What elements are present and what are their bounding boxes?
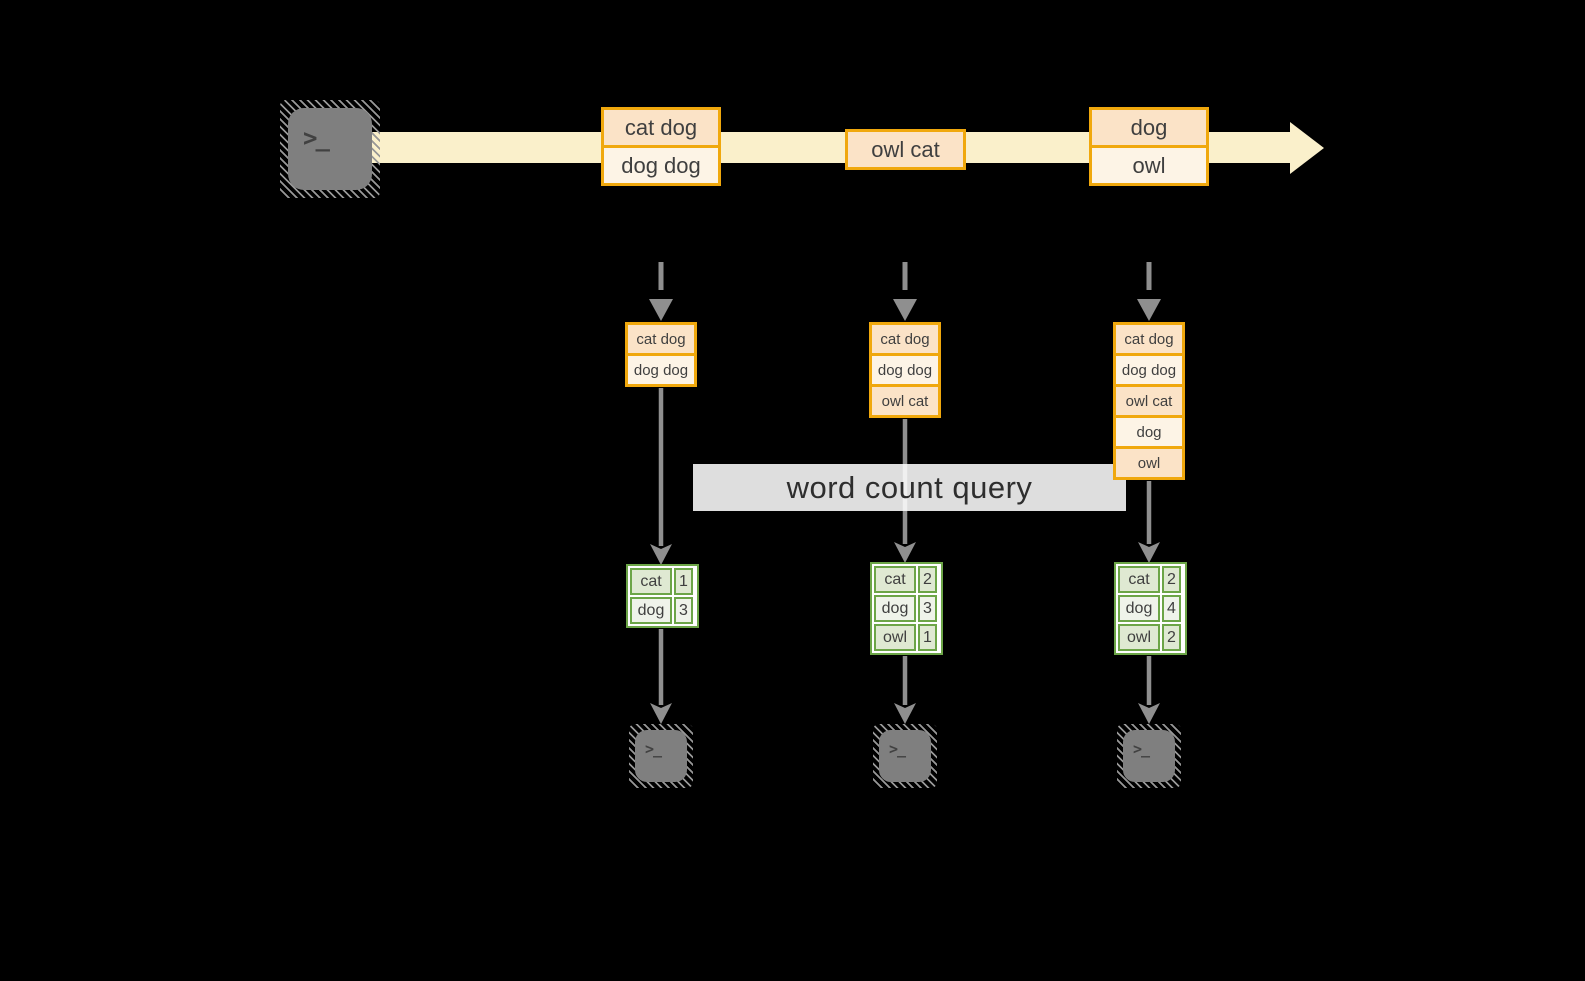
stream-batch-2: owl cat — [845, 129, 966, 170]
result-table-1: cat 1 dog 3 — [626, 564, 699, 628]
batch-line: dog dog — [604, 148, 718, 183]
word-cell: owl — [1118, 624, 1160, 651]
batch-line: dog — [1092, 110, 1206, 145]
state-line: dog — [1116, 418, 1182, 446]
dashed-arrow-batch-2 — [893, 262, 917, 321]
count-cell: 2 — [1162, 566, 1181, 593]
terminal-screen: >_ — [879, 730, 931, 782]
word-cell: owl — [874, 624, 916, 651]
state-line: cat dog — [872, 325, 938, 353]
batch-line: owl — [1092, 148, 1206, 183]
state-line: cat dog — [1116, 325, 1182, 353]
state-buffer-2: cat dog dog dog owl cat — [869, 322, 941, 418]
prompt-glyph: >_ — [889, 740, 906, 758]
arrow-state-to-result-1 — [650, 388, 672, 565]
prompt-glyph: >_ — [303, 124, 330, 152]
word-cell: dog — [630, 597, 672, 624]
arrow-result-to-sink-1 — [650, 629, 672, 724]
state-line: cat dog — [628, 325, 694, 353]
state-line: dog dog — [872, 356, 938, 384]
batch-line: cat dog — [604, 110, 718, 145]
word-cell: cat — [1118, 566, 1160, 593]
result-table-2: cat 2 dog 3 owl 1 — [870, 562, 943, 655]
arrow-result-to-sink-2 — [894, 656, 916, 724]
table-row: cat 1 — [630, 568, 695, 595]
word-cell: cat — [630, 568, 672, 595]
result-table-3: cat 2 dog 4 owl 2 — [1114, 562, 1187, 655]
count-cell: 4 — [1162, 595, 1181, 622]
arrow-result-to-sink-3 — [1138, 656, 1160, 724]
table-row: cat 2 — [1118, 566, 1183, 593]
table-row: cat 2 — [874, 566, 939, 593]
terminal-icon: >_ — [873, 724, 937, 788]
stream-batch-3: dog owl — [1089, 107, 1209, 186]
state-buffer-1: cat dog dog dog — [625, 322, 697, 387]
stream-batch-1: cat dog dog dog — [601, 107, 721, 186]
state-line: dog dog — [1116, 356, 1182, 384]
state-line: dog dog — [628, 356, 694, 384]
terminal-icon: >_ — [1117, 724, 1181, 788]
terminal-icon: >_ — [280, 100, 380, 198]
table-row: dog 4 — [1118, 595, 1183, 622]
state-buffer-3: cat dog dog dog owl cat dog owl — [1113, 322, 1185, 480]
count-cell: 3 — [674, 597, 693, 624]
query-label: word count query — [786, 469, 1033, 505]
dashed-arrow-batch-3 — [1137, 262, 1161, 321]
prompt-glyph: >_ — [1133, 740, 1150, 758]
dashed-arrow-batch-1 — [649, 262, 673, 321]
table-row: dog 3 — [630, 597, 695, 624]
state-line: owl — [1116, 449, 1182, 477]
word-cell: dog — [874, 595, 916, 622]
count-cell: 1 — [674, 568, 693, 595]
batch-line: owl cat — [848, 132, 963, 167]
count-cell: 2 — [1162, 624, 1181, 651]
terminal-screen: >_ — [635, 730, 687, 782]
prompt-glyph: >_ — [645, 740, 662, 758]
count-cell: 2 — [918, 566, 937, 593]
terminal-screen: >_ — [288, 108, 372, 190]
count-cell: 1 — [918, 624, 937, 651]
terminal-icon: >_ — [629, 724, 693, 788]
state-line: owl cat — [872, 387, 938, 415]
word-cell: dog — [1118, 595, 1160, 622]
state-line: owl cat — [1116, 387, 1182, 415]
word-cell: cat — [874, 566, 916, 593]
query-label-band: word count query — [693, 464, 1126, 511]
arrow-state-to-result-3 — [1138, 481, 1160, 563]
table-row: owl 1 — [874, 624, 939, 651]
count-cell: 3 — [918, 595, 937, 622]
table-row: dog 3 — [874, 595, 939, 622]
stream-arrowhead-icon — [1290, 122, 1324, 174]
table-row: owl 2 — [1118, 624, 1183, 651]
terminal-screen: >_ — [1123, 730, 1175, 782]
